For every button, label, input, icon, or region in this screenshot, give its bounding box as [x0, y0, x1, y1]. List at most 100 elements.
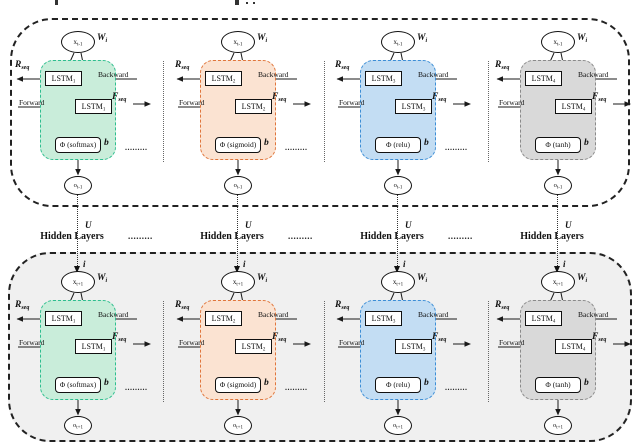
lstm-backward-box: LSTM1	[45, 71, 82, 86]
lstm-cell-lstm-3-relu-upper: xt-1 Wi Rseq Backward Forward Fseq LSTM3…	[320, 0, 480, 200]
forward-label: Forward	[499, 98, 525, 107]
backward-label: Backward	[98, 70, 129, 79]
input-node: xt-1	[61, 31, 95, 53]
lstm-cell-lstm-2-sigmoid-upper: xt-1 Wi Rseq Backward Forward Fseq LSTM2…	[160, 0, 320, 200]
rseq-label: Rseq	[335, 60, 350, 71]
activation-box: Φ (tanh)	[535, 137, 581, 153]
down-arrow-icon	[234, 266, 240, 273]
u-weight-label: U	[245, 220, 252, 230]
lstm-backward-box: LSTM4	[525, 311, 562, 326]
activation-box: Φ (sigmoid)	[215, 377, 261, 393]
input-node: xt-1	[221, 31, 255, 53]
weight-label: Wi	[97, 33, 108, 44]
rseq-label: Rseq	[495, 300, 510, 311]
weight-label: Wi	[97, 273, 108, 284]
lstm-forward-box: LSTM2	[235, 339, 272, 354]
lstm-cell-lstm-1-softmax-lower: xt+1 Wi Rseq Backward Forward Fseq LSTM1…	[0, 240, 160, 440]
input-node: xt+1	[221, 271, 255, 293]
fseq-label: Fseq	[112, 332, 127, 343]
lstm-forward-box: LSTM2	[235, 99, 272, 114]
cropped-caption-fragment	[246, 2, 248, 4]
rseq-label: Rseq	[495, 60, 510, 71]
column-separator	[488, 301, 489, 402]
weight-label: Wi	[577, 33, 588, 44]
input-node: xt+1	[541, 271, 575, 293]
weight-label: Wi	[257, 33, 268, 44]
bias-label: b	[584, 378, 589, 388]
fseq-label: Fseq	[272, 332, 287, 343]
column-separator	[324, 301, 325, 402]
lstm-cell-lstm-1-softmax-upper: xt-1 Wi Rseq Backward Forward Fseq LSTM1…	[0, 0, 160, 200]
fseq-label: Fseq	[112, 92, 127, 103]
output-node: ot+1	[384, 416, 412, 435]
lstm-forward-box: LSTM3	[395, 99, 432, 114]
backward-label: Backward	[578, 310, 609, 319]
row-dots: .........	[445, 143, 468, 152]
backward-label: Backward	[258, 310, 289, 319]
output-node: ot-1	[64, 176, 92, 195]
activation-box: Φ (relu)	[375, 377, 421, 393]
hidden-layers-label: Hidden Layers	[520, 231, 584, 242]
input-node: xt+1	[61, 271, 95, 293]
down-arrow-icon	[394, 266, 400, 273]
hidden-layers-label: Hidden Layers	[360, 231, 424, 242]
row-dots: .........	[125, 383, 148, 392]
fseq-label: Fseq	[592, 92, 607, 103]
cropped-caption-fragment	[55, 0, 58, 5]
bias-label: b	[424, 138, 429, 148]
i-label: i	[403, 259, 406, 269]
input-node: xt+1	[381, 271, 415, 293]
lstm-backward-box: LSTM2	[205, 311, 242, 326]
weight-label: Wi	[257, 273, 268, 284]
backward-label: Backward	[578, 70, 609, 79]
output-node: ot+1	[544, 416, 572, 435]
rseq-label: Rseq	[175, 300, 190, 311]
row-dots: .........	[125, 143, 148, 152]
input-node: xt-1	[381, 31, 415, 53]
bias-label: b	[424, 378, 429, 388]
forward-label: Forward	[19, 338, 45, 347]
layer-connector-line	[77, 194, 78, 266]
lstm-cell-lstm-3-relu-lower: xt+1 Wi Rseq Backward Forward Fseq LSTM3…	[320, 240, 480, 440]
forward-label: Forward	[339, 338, 365, 347]
column-separator	[488, 61, 489, 162]
forward-label: Forward	[179, 98, 205, 107]
i-label: i	[243, 259, 246, 269]
activation-box: Φ (softmax)	[55, 137, 101, 153]
weight-label: Wi	[417, 273, 428, 284]
bias-label: b	[264, 378, 269, 388]
u-weight-label: U	[565, 220, 572, 230]
down-arrow-icon	[554, 266, 560, 273]
lstm-cell-lstm-4-tanh-upper: xt-1 Wi Rseq Backward Forward Fseq LSTM4…	[480, 0, 640, 200]
i-label: i	[563, 259, 566, 269]
cropped-caption-fragment	[235, 0, 239, 5]
forward-label: Forward	[179, 338, 205, 347]
cropped-caption-fragment	[253, 2, 255, 4]
u-weight-label: U	[405, 220, 412, 230]
activation-box: Φ (softmax)	[55, 377, 101, 393]
lstm-backward-box: LSTM1	[45, 311, 82, 326]
bias-label: b	[104, 138, 109, 148]
bias-label: b	[584, 138, 589, 148]
rseq-label: Rseq	[335, 300, 350, 311]
layer-connector-line	[557, 194, 558, 266]
backward-label: Backward	[258, 70, 289, 79]
output-node: ot-1	[384, 176, 412, 195]
weight-label: Wi	[577, 273, 588, 284]
fseq-label: Fseq	[272, 92, 287, 103]
row-dots: .........	[285, 383, 308, 392]
rseq-label: Rseq	[15, 60, 30, 71]
u-weight-label: U	[85, 220, 92, 230]
down-arrow-icon	[74, 266, 80, 273]
backward-label: Backward	[98, 310, 129, 319]
backward-label: Backward	[418, 70, 449, 79]
output-node: ot+1	[224, 416, 252, 435]
lstm-backward-box: LSTM3	[365, 71, 402, 86]
layer-connector-line	[237, 194, 238, 266]
output-node: ot-1	[544, 176, 572, 195]
lstm-cell-lstm-2-sigmoid-lower: xt+1 Wi Rseq Backward Forward Fseq LSTM2…	[160, 240, 320, 440]
input-node: xt-1	[541, 31, 575, 53]
rseq-label: Rseq	[15, 300, 30, 311]
row-dots: .........	[445, 383, 468, 392]
